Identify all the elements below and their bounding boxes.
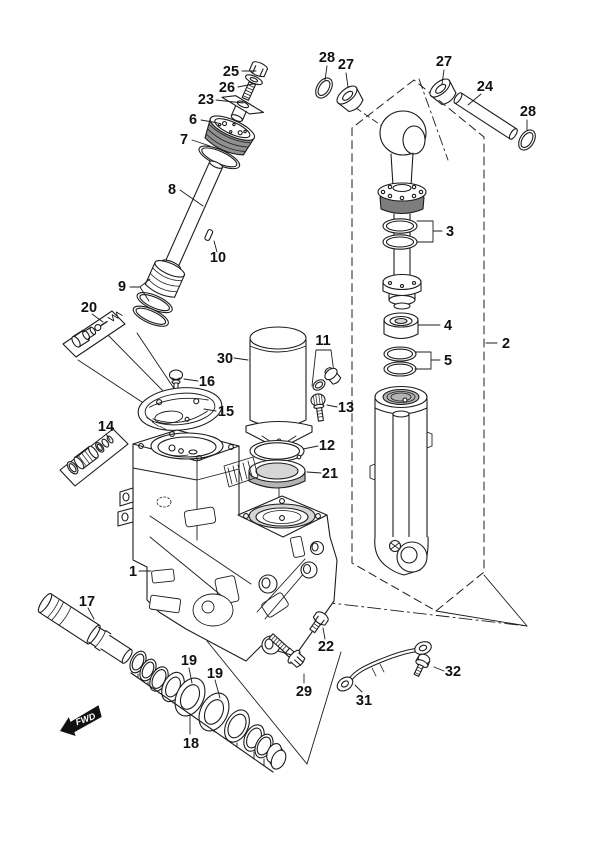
nut-25 [248, 61, 268, 78]
callout-16: 16 [199, 374, 215, 390]
callout-9: 9 [118, 279, 126, 295]
callout-21: 21 [322, 466, 338, 482]
piston [382, 273, 422, 310]
cylinder-cap-6 [204, 115, 256, 156]
valve-kit-20 [62, 310, 126, 358]
housing-hatch-wedge [223, 456, 259, 488]
cylinder-eye-head [379, 110, 427, 187]
callout-23: 23 [198, 92, 214, 108]
callout-22: 22 [318, 639, 334, 655]
callout-27-b: 27 [436, 54, 452, 70]
callout-26: 26 [219, 80, 235, 96]
gland-cap [377, 182, 427, 215]
valve-kit-14 [59, 428, 129, 487]
callout-14: 14 [98, 419, 114, 435]
fwd-arrow: FWD [60, 705, 102, 736]
callout-29: 29 [296, 684, 312, 700]
bushing-27-left [336, 85, 364, 113]
callout-24: 24 [477, 79, 493, 95]
callout-1: 1 [129, 564, 137, 580]
o-ring-of-11 [312, 379, 326, 391]
main-housing-1 [117, 429, 338, 662]
callout-3: 3 [446, 224, 454, 240]
callout-17: 17 [79, 594, 95, 610]
bolt-29 [268, 633, 306, 668]
rod-end-23 [221, 81, 264, 122]
callout-31: 31 [356, 693, 372, 709]
callout-19-b: 19 [207, 666, 223, 682]
cylinder-kit-dashed-box [351, 79, 485, 612]
reservoir-30 [249, 326, 307, 428]
housing-face-details [148, 506, 312, 627]
callout-19-a: 19 [181, 653, 197, 669]
o-ring-28-right [518, 129, 536, 151]
callout-28-a: 28 [319, 50, 335, 66]
o-rings-5 [383, 346, 417, 377]
plate-15 [137, 387, 223, 431]
callout-20: 20 [81, 300, 97, 316]
callout-15: 15 [218, 404, 234, 420]
pin-10 [204, 229, 214, 241]
callout-5: 5 [444, 353, 452, 369]
o-ring-12 [249, 439, 305, 463]
callout-18: 18 [183, 736, 199, 752]
o-ring-28-left [315, 77, 333, 99]
callout-2: 2 [502, 336, 510, 352]
pivot-pin-24 [453, 92, 518, 140]
callout-30: 30 [217, 351, 233, 367]
bracket-18 [130, 672, 274, 773]
callout-27-a: 27 [338, 57, 354, 73]
callout-6: 6 [189, 112, 197, 128]
ring-set-18 [129, 650, 287, 773]
housing-body [132, 443, 338, 662]
callout-10: 10 [210, 250, 226, 266]
callout-8: 8 [168, 182, 176, 198]
screw-32 [413, 653, 431, 677]
washer-19-a [174, 677, 206, 717]
callout-32: 32 [445, 664, 461, 680]
callout-28-b: 28 [520, 104, 536, 120]
filter-21 [248, 459, 306, 489]
trim-rod-8 [144, 160, 224, 298]
ground-cable-31 [336, 641, 432, 692]
backup-cup-4 [383, 312, 419, 340]
plug-11 [324, 367, 342, 385]
bolt-22 [309, 611, 329, 634]
cylinder-assembly-2 [369, 110, 433, 576]
callout-4: 4 [444, 318, 452, 334]
o-rings-3 [382, 218, 418, 250]
starboard-bore-flange [237, 495, 328, 538]
clevis-screw [388, 539, 402, 553]
callout-12: 12 [319, 438, 335, 454]
callout-11: 11 [315, 333, 330, 349]
callout-7: 7 [180, 132, 188, 148]
tilt-shaft-17 [37, 593, 133, 664]
bolt-16 [168, 369, 184, 392]
bleed-screw-13 [310, 393, 326, 422]
o-rings-9 [132, 292, 173, 327]
housing-left-lugs [117, 487, 172, 527]
bushing-27-right [429, 78, 457, 106]
callout-13: 13 [338, 400, 354, 416]
callout-labels: 25 26 23 6 7 8 10 9 28 27 27 24 28 2 3 4… [79, 50, 536, 752]
cylinder-body [369, 385, 433, 576]
callout-25: 25 [223, 64, 239, 80]
tilt-rod-assembly [132, 61, 268, 327]
washer-19-b [198, 692, 230, 732]
callout-leaders [87, 65, 528, 699]
port-bore-flange [132, 429, 240, 462]
